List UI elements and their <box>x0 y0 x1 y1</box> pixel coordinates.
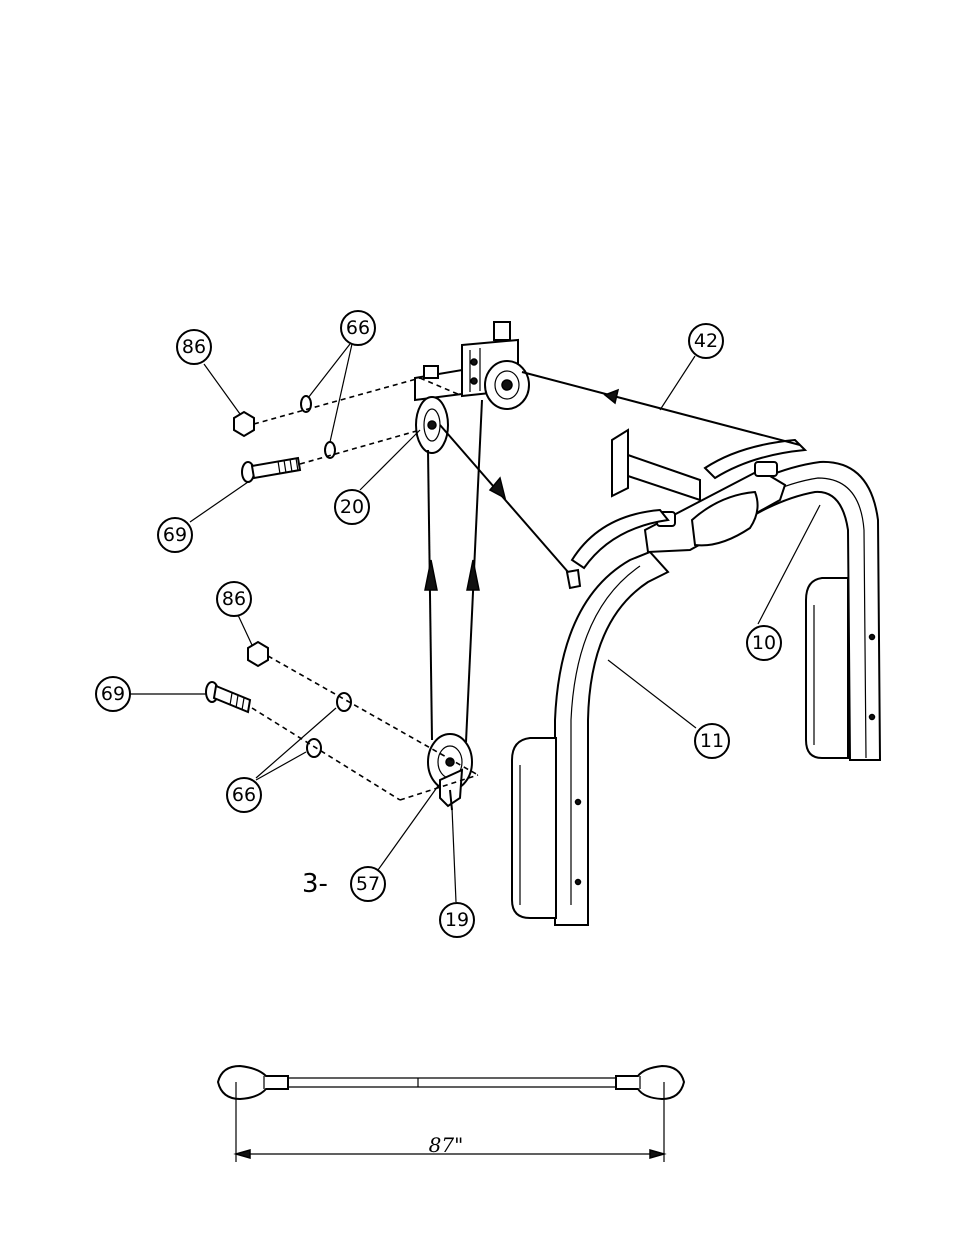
top-pulley-bracket <box>415 322 529 409</box>
callout-10: 10 <box>747 626 781 660</box>
arched-frame <box>512 430 880 925</box>
callout-69-top: 69 <box>158 518 192 552</box>
callout-42: 42 <box>689 324 723 358</box>
callout-86-top: 86 <box>177 330 211 364</box>
pulley-20 <box>416 397 448 453</box>
svg-text:86: 86 <box>222 588 246 610</box>
svg-text:42: 42 <box>694 330 718 352</box>
svg-text:57: 57 <box>356 873 380 895</box>
callout-86-mid: 86 <box>217 582 251 616</box>
svg-text:11: 11 <box>700 730 724 752</box>
callout-66-bottom: 66 <box>227 778 261 812</box>
svg-text:69: 69 <box>163 524 187 546</box>
svg-text:86: 86 <box>182 336 206 358</box>
svg-text:66: 66 <box>232 784 256 806</box>
cable-length-label: 87" <box>429 1133 464 1157</box>
svg-text:3-: 3- <box>302 869 328 899</box>
callout-66-top: 66 <box>341 311 375 345</box>
callout-19: 19 <box>440 903 474 937</box>
svg-text:10: 10 <box>752 632 776 654</box>
callout-20: 20 <box>335 490 369 524</box>
svg-text:69: 69 <box>101 683 125 705</box>
cable-dimension-drawing: 87" <box>218 1066 684 1162</box>
callout-57: 3- 57 <box>302 867 385 901</box>
callout-69-mid: 69 <box>96 677 130 711</box>
svg-text:66: 66 <box>346 317 370 339</box>
callout-11: 11 <box>695 724 729 758</box>
svg-text:19: 19 <box>445 909 469 931</box>
svg-text:20: 20 <box>340 496 364 518</box>
